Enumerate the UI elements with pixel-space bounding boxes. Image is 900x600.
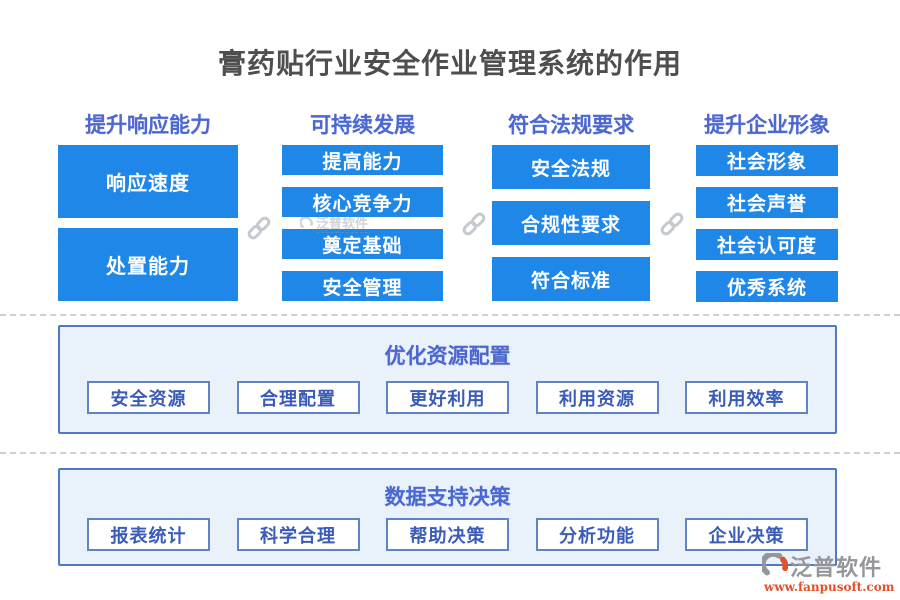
- panel-resource-allocation: 优化资源配置 安全资源 合理配置 更好利用 利用资源 利用效率: [58, 325, 837, 434]
- feature-box: 优秀系统: [696, 271, 838, 302]
- feature-box: 核心竞争力: [282, 187, 443, 217]
- brand-url: www.fanpusoft.com: [764, 580, 895, 594]
- panel-items-row: 安全资源 合理配置 更好利用 利用资源 利用效率: [60, 381, 835, 414]
- feature-box: 响应速度: [58, 145, 238, 218]
- chain-link-icon: [660, 212, 684, 236]
- panel-item: 帮助决策: [386, 518, 509, 551]
- column-corporate-image: 提升企业形象 社会形象 社会声誉 社会认可度 优秀系统: [696, 112, 838, 313]
- panel-items-row: 报表统计 科学合理 帮助决策 分析功能 企业决策: [60, 518, 835, 551]
- column-sustainable-development: 可持续发展 提高能力 核心竞争力 奠定基础 安全管理: [282, 112, 443, 313]
- feature-box: 符合标准: [492, 257, 650, 301]
- page-title: 膏药贴行业安全作业管理系统的作用: [217, 47, 682, 80]
- feature-box: 社会认可度: [696, 229, 838, 260]
- watermark-text: 泛普软件: [316, 213, 369, 233]
- dashed-divider: [0, 452, 900, 454]
- feature-box: 奠定基础: [282, 229, 443, 259]
- column-header: 提升企业形象: [704, 112, 830, 137]
- chain-link-icon: [462, 212, 486, 236]
- column-response-capability: 提升响应能力 响应速度 处置能力: [58, 112, 238, 311]
- panel-item: 分析功能: [535, 518, 659, 551]
- panel-item: 报表统计: [87, 518, 210, 551]
- panel-title: 优化资源配置: [384, 343, 511, 368]
- brand-name: 泛普软件: [790, 555, 883, 581]
- feature-box: 提高能力: [282, 145, 443, 175]
- feature-box: 合规性要求: [492, 201, 650, 245]
- watermark: 泛普软件: [300, 213, 369, 233]
- panel-data-decision: 数据支持决策 报表统计 科学合理 帮助决策 分析功能 企业决策: [58, 468, 837, 566]
- brand-logo: 泛普软件 www.fanpusoft.com: [762, 550, 894, 594]
- feature-box: 社会声誉: [696, 187, 838, 218]
- column-regulatory-compliance: 符合法规要求 安全法规 合规性要求 符合标准: [492, 112, 650, 313]
- panel-item: 合理配置: [236, 381, 360, 414]
- fanpu-watermark-icon: [300, 216, 313, 228]
- feature-box: 安全管理: [282, 271, 443, 301]
- panel-item: 科学合理: [236, 518, 360, 551]
- feature-box: 社会形象: [696, 145, 838, 176]
- panel-item: 利用资源: [535, 381, 659, 414]
- column-header: 符合法规要求: [508, 112, 634, 137]
- column-header: 可持续发展: [310, 112, 415, 137]
- fanpu-logo-icon: [762, 553, 788, 576]
- dashed-divider: [0, 314, 900, 316]
- panel-item: 更好利用: [386, 381, 509, 414]
- chain-link-icon: [247, 216, 271, 240]
- panel-item: 利用效率: [685, 381, 808, 414]
- feature-box: 安全法规: [492, 145, 650, 189]
- feature-box: 处置能力: [58, 228, 238, 301]
- panel-title: 数据支持决策: [384, 484, 511, 509]
- column-header: 提升响应能力: [85, 112, 211, 137]
- panel-item: 企业决策: [685, 518, 808, 551]
- panel-item: 安全资源: [87, 381, 210, 414]
